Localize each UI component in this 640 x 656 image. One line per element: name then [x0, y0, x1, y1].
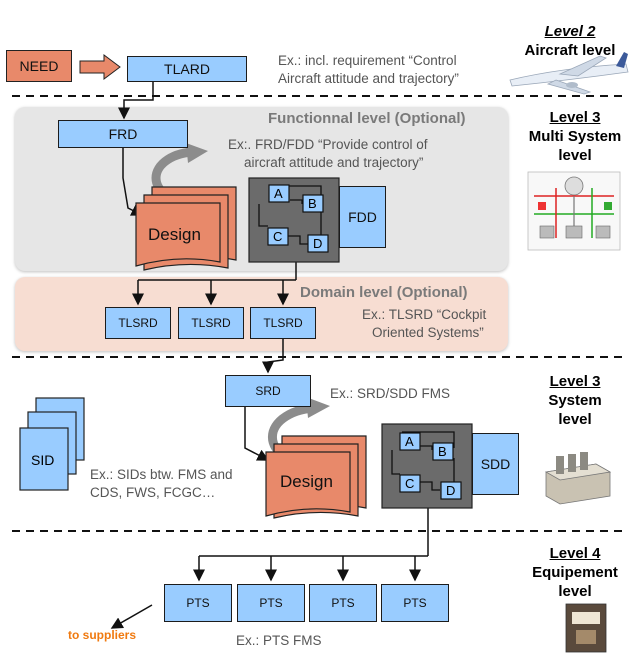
design-label-system: Design: [280, 472, 333, 491]
level-4-name2: level: [558, 583, 592, 600]
pts-box-1: PTS: [164, 584, 232, 622]
design-document-stack-system: [265, 435, 367, 519]
sdd-block-d-label: D: [446, 483, 456, 498]
level-2-label: Level 2 Aircraft level: [500, 22, 640, 60]
level-3-multi-name1: Multi System: [528, 128, 622, 145]
pts-box-2: PTS: [237, 584, 305, 622]
pts-box-3: PTS: [309, 584, 377, 622]
fdd-block-b-label: B: [308, 196, 317, 211]
tlsrd-box-3: TLSRD: [250, 307, 316, 339]
frd-example-line1: Ex:. FRD/FDD “Provide control of: [228, 137, 428, 152]
level-3-multi-name2: level: [558, 147, 592, 164]
sid-document-stack: [19, 397, 85, 491]
level-3-system-name2: level: [558, 411, 592, 428]
to-suppliers-label: to suppliers: [68, 628, 137, 642]
fdd-block-c-label: C: [273, 229, 283, 244]
level-4-number: Level 4: [549, 545, 601, 562]
frd-box: FRD: [58, 120, 188, 148]
pts-box-4: PTS: [381, 584, 449, 622]
equipment-unit-illustration: [565, 603, 607, 653]
level-4-label: Level 4 Equipement level: [510, 544, 640, 601]
multi-system-schematic: [527, 171, 621, 251]
sdd-architecture-block: [381, 423, 473, 509]
fdd-box: FDD: [339, 186, 386, 248]
srd-example: Ex.: SRD/SDD FMS: [330, 386, 451, 401]
design-document-stack-functional: [135, 186, 237, 271]
need-box: NEED: [6, 50, 72, 82]
level-4-name1: Equipement: [532, 564, 618, 581]
domain-level-title: Domain level (Optional): [300, 284, 468, 301]
design-label-functional: Design: [148, 225, 201, 244]
level-3-system-number: Level 3: [549, 373, 601, 390]
tlsrd-example-line1: Ex.: TLSRD “Cockpit: [362, 307, 487, 322]
tlard-example-line2: Aircraft attitude and trajectory”: [278, 71, 459, 86]
frd-example-line2: aircraft attitude and trajectory”: [244, 155, 424, 170]
level-3-system-name1: System: [548, 392, 602, 409]
sid-example-line1: Ex.: SIDs btw. FMS and: [90, 467, 233, 482]
sdd-block-a-label: A: [405, 434, 414, 449]
tlard-box: TLARD: [127, 56, 247, 82]
srd-box: SRD: [225, 375, 311, 407]
sdd-block-c-label: C: [405, 476, 415, 491]
level-2-number: Level 2: [544, 23, 596, 40]
level-3-multi-number: Level 3: [549, 109, 601, 126]
sid-label: SID: [31, 452, 55, 468]
aircraft-illustration: [509, 52, 629, 95]
level-3-system-label: Level 3 System level: [510, 372, 640, 429]
level-2-name: Aircraft level: [524, 42, 616, 59]
level-3-multi-label: Level 3 Multi System level: [510, 108, 640, 165]
tlsrd-box-2: TLSRD: [178, 307, 244, 339]
functional-level-title: Functionnal level (Optional): [268, 110, 466, 127]
fdd-block-a-label: A: [274, 186, 283, 201]
tlsrd-box-1: TLSRD: [105, 307, 171, 339]
sdd-block-b-label: B: [438, 444, 447, 459]
system-equipment-illustration: [544, 452, 612, 505]
fdd-block-d-label: D: [313, 236, 323, 251]
pts-example: Ex.: PTS FMS: [236, 633, 322, 648]
sid-example-line2: CDS, FWS, FCGC…: [90, 485, 216, 500]
fdd-architecture-block: [248, 177, 340, 263]
tlard-example-line1: Ex.: incl. requirement “Control: [278, 53, 457, 68]
sdd-box: SDD: [472, 433, 519, 495]
tlsrd-example-line2: Oriented Systems”: [372, 325, 484, 340]
